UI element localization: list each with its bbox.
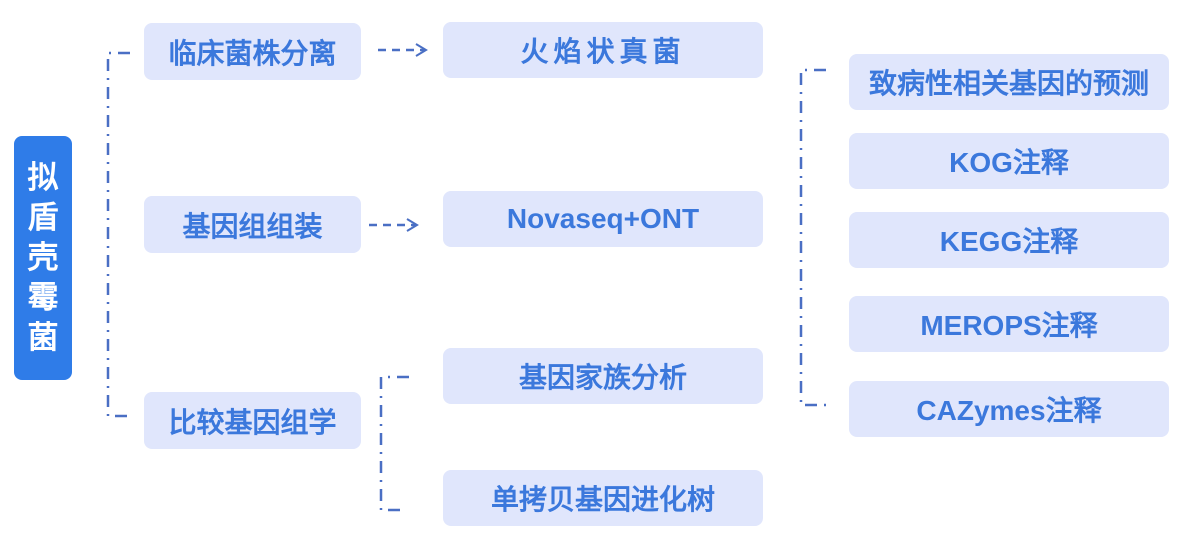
arrow-head-isolation	[415, 43, 428, 57]
node-pathogenicity-prediction: 致病性相关基因的预测	[849, 54, 1169, 110]
root-title-char: 霉	[27, 280, 59, 315]
node-kegg-annotation: KEGG注释	[849, 212, 1169, 268]
node-sequencing-platform: Novaseq+ONT	[443, 191, 763, 247]
root-title-char: 菌	[27, 320, 59, 355]
node-cazymes-annotation: CAZymes注释	[849, 381, 1169, 437]
root-title-char: 壳	[27, 240, 59, 275]
root-title-char: 拟	[27, 160, 59, 195]
node-strain-isolation: 临床菌株分离	[144, 23, 361, 80]
node-fungus-name: 火焰状真菌	[443, 22, 763, 78]
arrow-head-assembly	[406, 218, 419, 232]
node-merops-annotation: MEROPS注释	[849, 296, 1169, 352]
node-gene-family-analysis: 基因家族分析	[443, 348, 763, 404]
node-single-copy-tree: 单拷贝基因进化树	[443, 470, 763, 526]
bracket-root-to-level1	[106, 51, 134, 418]
node-genome-assembly: 基因组组装	[144, 196, 361, 253]
root-title-box: 拟 盾 壳 霉 菌	[14, 136, 72, 380]
root-title-char: 盾	[27, 200, 59, 235]
node-comparative-genomics: 比较基因组学	[144, 392, 361, 449]
node-kog-annotation: KOG注释	[849, 133, 1169, 189]
bracket-annotations	[799, 68, 829, 407]
bracket-comparative-genomics	[379, 375, 409, 512]
